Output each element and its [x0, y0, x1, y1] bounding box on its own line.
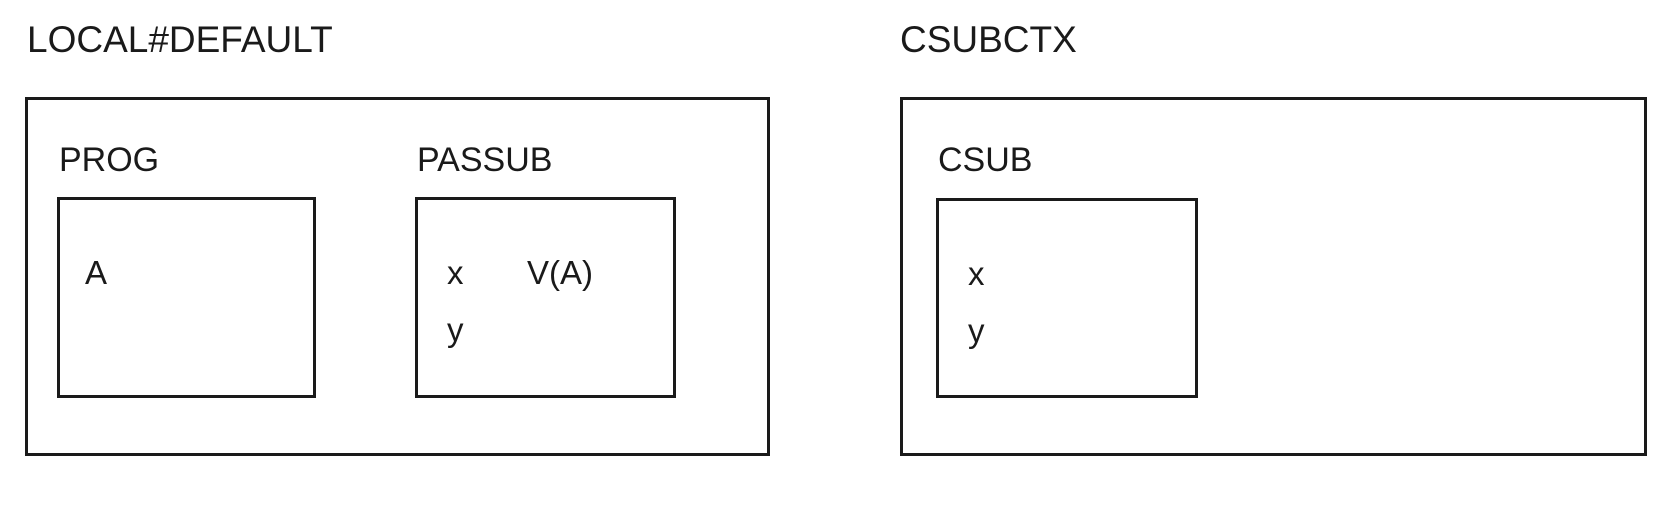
symbol-name: A: [85, 254, 108, 291]
routine-title-csub: CSUB: [938, 141, 1033, 179]
symbol-name: y: [447, 311, 464, 348]
routine-title-passub: PASSUB: [417, 141, 553, 179]
symbol-list-csub: x y: [939, 201, 1195, 395]
symbol-row: x V(A): [418, 256, 673, 310]
routine-passub: PASSUB x V(A) y: [386, 100, 696, 420]
symbol-row: y: [418, 313, 673, 367]
context-title-csubctx: CSUBCTX: [900, 19, 1077, 60]
context-csubctx: CSUBCTX CSUB x y: [875, 0, 1675, 470]
context-box-local-default: PROG A PASSUB x: [25, 97, 770, 456]
context-title-local-default: LOCAL#DEFAULT: [27, 19, 333, 60]
context-box-csubctx: CSUB x y: [900, 97, 1647, 456]
symbol-name: x: [968, 255, 985, 292]
symbol-list-prog: A: [60, 200, 313, 395]
symbol-row: x: [939, 257, 1195, 311]
context-local-default: LOCAL#DEFAULT PROG A PASSUB: [0, 0, 790, 470]
routine-box-passub: x V(A) y: [415, 197, 676, 398]
symbol-name: x: [447, 254, 464, 291]
symbol-row: A: [60, 256, 313, 310]
routine-box-prog: A: [57, 197, 316, 398]
symbol-row: y: [939, 314, 1195, 368]
symbol-name: y: [968, 312, 985, 349]
symbol-list-passub: x V(A) y: [418, 200, 673, 395]
routine-title-prog: PROG: [59, 141, 160, 179]
symbol-value: V(A): [527, 254, 593, 291]
routine-prog: PROG A: [28, 100, 328, 420]
routine-box-csub: x y: [936, 198, 1198, 398]
routine-csub: CSUB x y: [903, 100, 1203, 420]
